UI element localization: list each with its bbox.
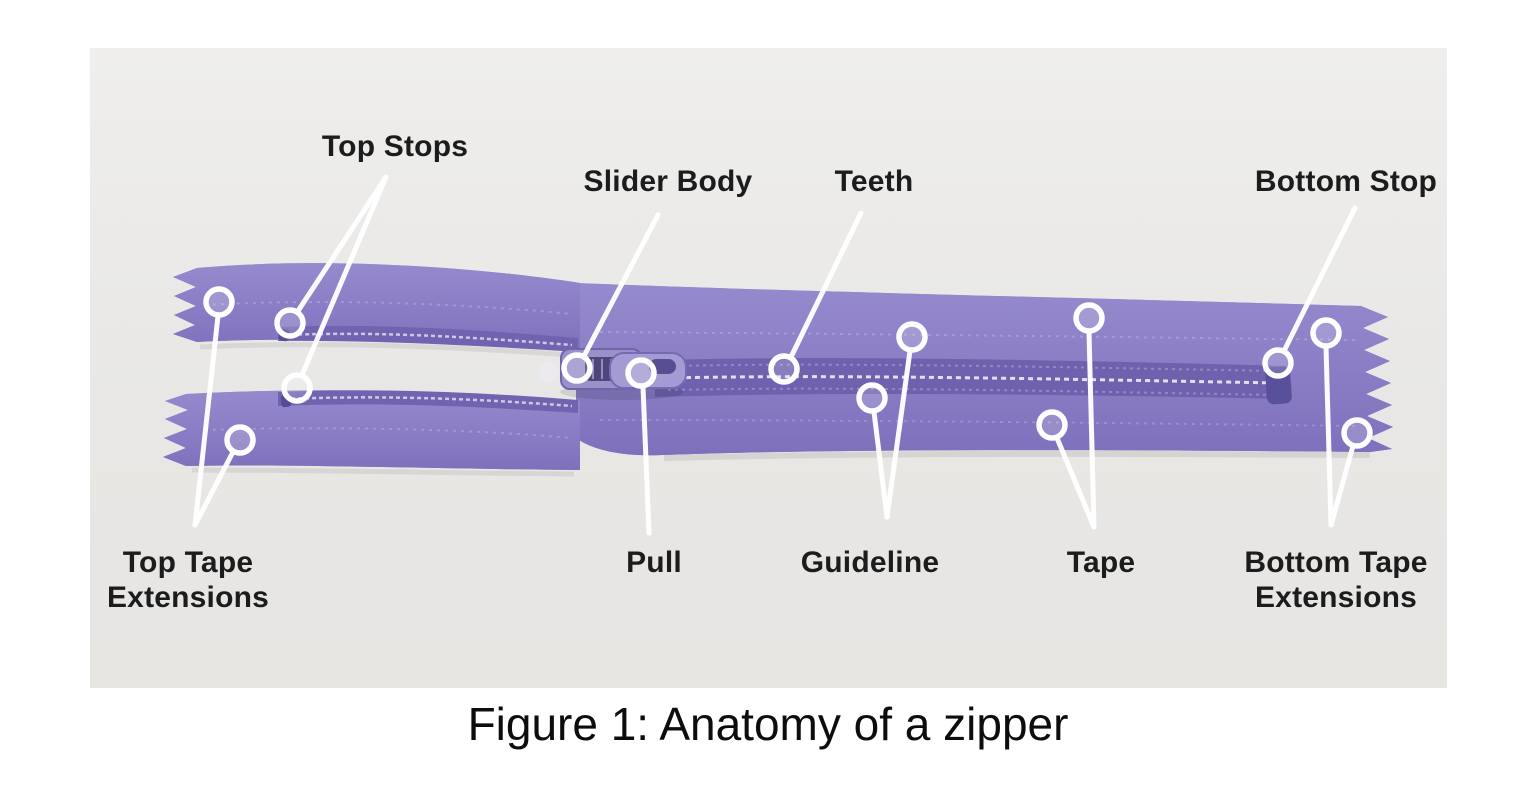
marker-slider-body <box>561 352 593 384</box>
label-guideline: Guideline <box>800 546 940 579</box>
callout-line-bottom-tape-ext-a <box>1323 344 1334 528</box>
marker-tape-lower <box>1036 409 1068 441</box>
callout-line-tape-b <box>1054 435 1097 530</box>
marker-teeth <box>768 353 800 385</box>
label-tape: Tape <box>1066 546 1136 579</box>
marker-tape-upper <box>1073 302 1105 334</box>
callout-line-top-tape-ext-b <box>192 449 236 528</box>
callout-line-tape-a <box>1086 329 1097 530</box>
zipper-teeth-upper-left <box>278 325 578 352</box>
callout-line-guideline-a <box>884 348 913 520</box>
marker-bottom-stop <box>1262 347 1294 379</box>
marker-top-stop-upper <box>274 307 306 339</box>
callout-line-bottom-stop <box>1281 205 1358 354</box>
label-bottom-tape-extensions: Bottom Tape Extensions <box>1244 546 1428 614</box>
marker-top-stop-lower <box>281 372 313 404</box>
chain-end <box>540 361 558 383</box>
callout-line-teeth <box>788 210 864 360</box>
callout-line-top-stops-a <box>295 174 389 314</box>
zipper-teeth-closed <box>655 358 1286 399</box>
label-teeth: Teeth <box>834 165 914 198</box>
label-top-stops: Top Stops <box>321 130 469 163</box>
marker-top-tape-ext-lower <box>224 424 256 456</box>
callout-line-top-tape-ext-a <box>192 313 221 528</box>
label-top-tape-extensions: Top Tape Extensions <box>106 546 270 614</box>
marker-bottom-tape-ext-upper <box>1310 317 1342 349</box>
callout-lines <box>192 174 1358 536</box>
label-bottom-stop: Bottom Stop <box>1254 165 1438 198</box>
marker-guideline-upper <box>896 321 928 353</box>
marker-pull <box>625 357 657 389</box>
figure-caption: Figure 1: Anatomy of a zipper <box>467 698 1069 750</box>
callout-line-top-stops-b <box>299 174 389 378</box>
zipper-teeth-lower-left <box>278 390 578 413</box>
callout-line-pull <box>640 384 652 536</box>
callout-markers <box>203 286 1373 456</box>
label-slider-body: Slider Body <box>583 165 753 198</box>
label-pull: Pull <box>626 546 682 579</box>
marker-guideline-lower <box>856 382 888 414</box>
zipper-illustration <box>163 263 1393 477</box>
marker-bottom-tape-ext-lower <box>1341 417 1373 449</box>
callout-line-guideline-b <box>871 409 890 520</box>
callout-line-bottom-tape-ext-b <box>1328 443 1356 528</box>
marker-top-tape-ext-upper <box>203 286 235 318</box>
callout-line-slider-body <box>581 212 661 359</box>
